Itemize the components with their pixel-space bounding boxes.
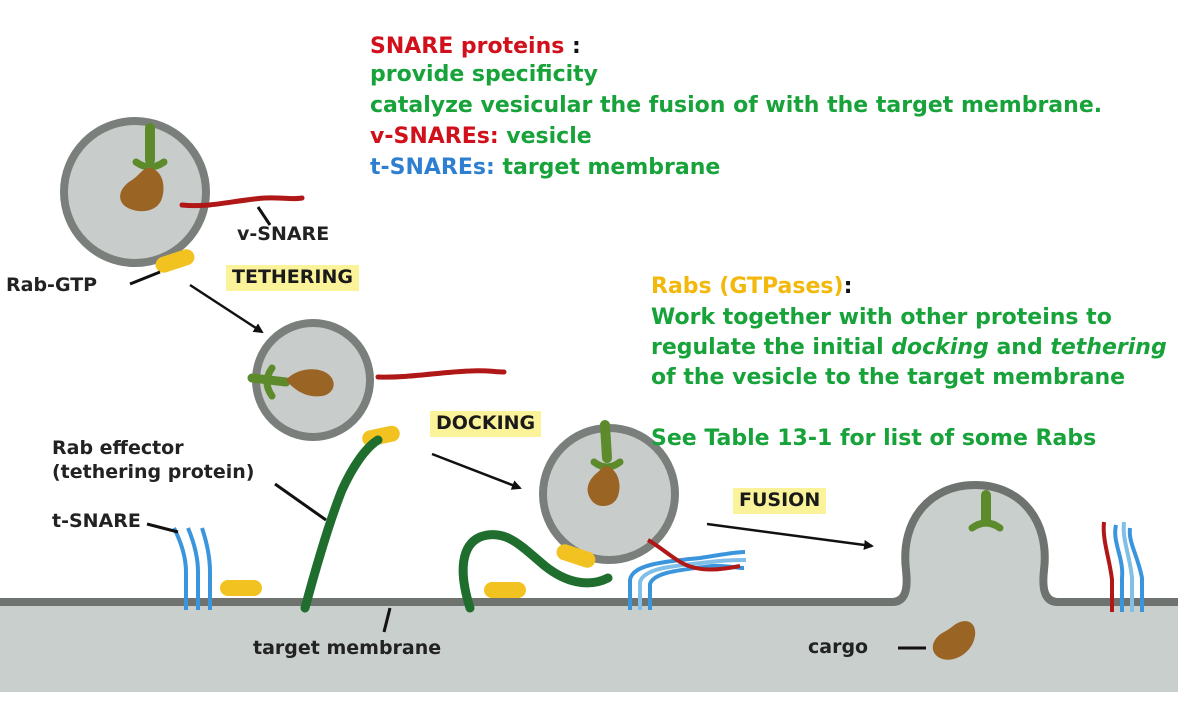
v-snare-1 xyxy=(179,195,305,209)
label-rab-gtp: Rab-GTP xyxy=(6,274,98,296)
snare-complex-docking xyxy=(628,538,747,610)
rabs-docking-word: docking xyxy=(891,335,989,360)
rabs-line-2-c: and xyxy=(988,335,1051,360)
rab-gdp-1 xyxy=(220,580,262,596)
v-snares-key: v-SNAREs: xyxy=(370,124,499,149)
fused-vesicle-contents xyxy=(932,490,1004,660)
vesicle-docking-stage xyxy=(247,319,507,447)
rabs-table-note: See Table 13-1 for list of some Rabs xyxy=(651,426,1097,451)
label-v-snare: v-SNARE xyxy=(237,223,330,245)
vesicle-fusion-stage xyxy=(539,420,679,568)
rabs-line-2-a: regulate the initial xyxy=(651,335,892,360)
arrow-docking-to-fusion xyxy=(431,452,522,490)
rabs-line-2: regulate the initial docking and tetheri… xyxy=(651,337,1167,359)
rabs-heading: Rabs (GTPases) xyxy=(651,274,844,299)
rabs-line-3: of the vesicle to the target membrane xyxy=(651,365,1126,390)
snare-heading: SNARE proteins xyxy=(370,34,565,59)
snare-complex-fused xyxy=(1101,521,1144,612)
rabs-tethering-word: tethering xyxy=(1050,335,1167,360)
rabs-heading-colon: : xyxy=(843,274,853,299)
label-t-snare: t-SNARE xyxy=(52,510,141,532)
v-snares-line: v-SNAREs: vesicle xyxy=(370,126,592,148)
step-docking: DOCKING xyxy=(430,411,542,437)
snare-heading-colon: : xyxy=(564,34,581,59)
label-target-membrane: target membrane xyxy=(253,637,442,659)
label-cargo: cargo xyxy=(808,636,869,658)
rab-gtp-1 xyxy=(155,249,195,273)
rab-effector-tethers xyxy=(300,435,613,613)
snare-fusion-line: catalyze vesicular the fusion of with th… xyxy=(370,93,1103,118)
cargo-in-vesicle-1 xyxy=(120,168,164,212)
arrow-tethering-to-docking xyxy=(189,283,264,334)
t-snares-key: t-SNAREs: xyxy=(370,155,495,180)
target-membrane xyxy=(0,480,1178,692)
cargo-released xyxy=(932,621,976,660)
t-snares-line: t-SNAREs: target membrane xyxy=(370,157,720,179)
rab-gdp-2 xyxy=(484,582,526,598)
t-snares-value: target membrane xyxy=(494,155,721,180)
rabs-line-1: Work together with other proteins to xyxy=(651,305,1112,330)
arrow-fusion-to-fused xyxy=(706,522,874,550)
label-rab-effector-1: Rab effector xyxy=(52,437,184,459)
v-snares-value: vesicle xyxy=(498,124,592,149)
step-tethering: TETHERING xyxy=(226,265,359,291)
snare-heading-line: SNARE proteins : xyxy=(370,36,581,58)
rabs-heading-line: Rabs (GTPases): xyxy=(651,276,852,298)
snare-specificity-line: provide specificity xyxy=(370,62,599,87)
label-leader-lines xyxy=(129,206,926,650)
step-fusion: FUSION xyxy=(733,488,827,514)
t-snare-left xyxy=(172,527,262,610)
vesicle-tethering-stage xyxy=(60,117,305,273)
label-rab-effector-2: (tethering protein) xyxy=(52,461,255,483)
